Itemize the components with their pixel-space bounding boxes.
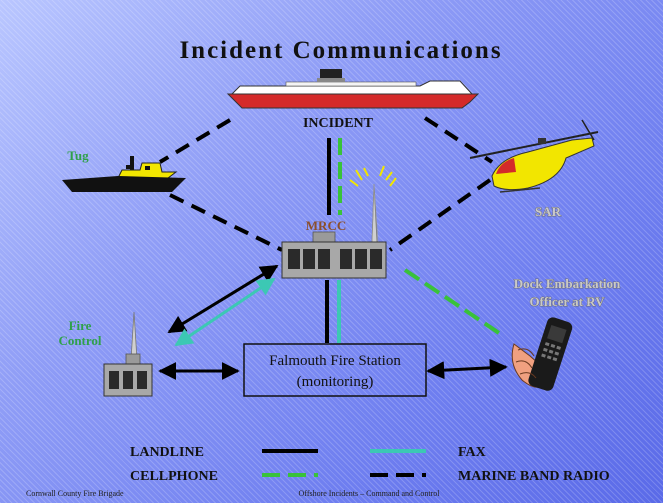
legend-landline-label: LANDLINE	[130, 445, 204, 460]
dock-officer-label-line-2: Officer at RV	[529, 294, 605, 309]
page-title: Incident Communications	[179, 37, 502, 64]
radio-link-incident-tug	[158, 118, 232, 164]
radio-link-incident-sar	[423, 116, 494, 164]
incident-ship-icon	[226, 69, 480, 109]
radio-link-tug-mrcc	[169, 193, 283, 252]
cellphone-mrcc-dock	[403, 268, 504, 337]
tug-icon	[62, 156, 186, 192]
legend-radio-label: MARINE BAND RADIO	[458, 469, 610, 484]
landline-station-dock	[426, 358, 508, 380]
dock-officer-label-line-1: Dock Embarkation	[514, 276, 621, 291]
fire-control-label-line-1: Fire	[69, 318, 92, 333]
mobile-phone-icon	[511, 317, 573, 391]
radio-link-sar-mrcc	[388, 178, 492, 252]
fire-control-building-icon	[103, 311, 153, 397]
sar-label: SAR	[535, 204, 562, 219]
station-label-line-1: Falmouth Fire Station	[269, 353, 401, 369]
footer-center: Offshore Incidents – Command and Control	[299, 489, 441, 498]
legend-cellphone-label: CELLPHONE	[130, 469, 218, 484]
legend-fax-label: FAX	[458, 445, 486, 460]
fax-mrcc-firecontrol	[174, 277, 276, 347]
fire-control-label-line-2: Control	[58, 333, 101, 348]
footer-left: Cornwall County Fire Brigade	[26, 489, 124, 498]
landline-mrcc-firecontrol	[167, 264, 279, 334]
incident-label: INCIDENT	[303, 116, 374, 131]
connections	[158, 116, 508, 380]
legend: LANDLINE FAX CELLPHONE MARINE BAND RADIO	[130, 445, 610, 484]
tug-label: Tug	[67, 148, 89, 163]
station-label-line-2: (monitoring)	[297, 374, 374, 390]
falmouth-fire-station-box	[243, 343, 427, 397]
sar-helicopter-icon	[469, 119, 599, 193]
mrcc-label: MRCC	[306, 218, 346, 233]
mrcc-building-icon	[281, 165, 397, 279]
